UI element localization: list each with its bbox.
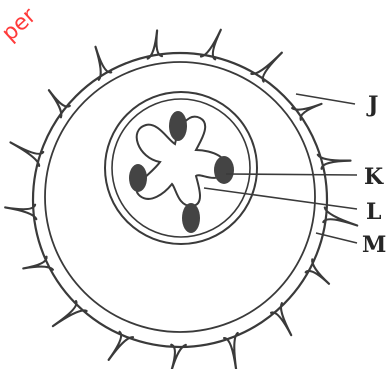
label-m: M [362, 232, 386, 258]
leader-j [296, 94, 355, 104]
leader-k [226, 174, 357, 175]
seed-left [129, 164, 147, 192]
spine [251, 53, 281, 82]
spine [171, 345, 186, 369]
watermark-text: per [0, 3, 42, 47]
label-j: J [366, 92, 378, 118]
label-l: L [366, 199, 381, 225]
leader-l [204, 188, 357, 209]
spine [53, 301, 87, 326]
outer-spines [5, 30, 357, 369]
seed-top [169, 111, 187, 141]
label-k: K [364, 164, 384, 190]
spine [109, 332, 133, 360]
spine [323, 208, 357, 226]
seed-bottom [182, 203, 200, 233]
seed-right [214, 156, 234, 184]
spine [49, 90, 70, 117]
spine [5, 205, 36, 219]
